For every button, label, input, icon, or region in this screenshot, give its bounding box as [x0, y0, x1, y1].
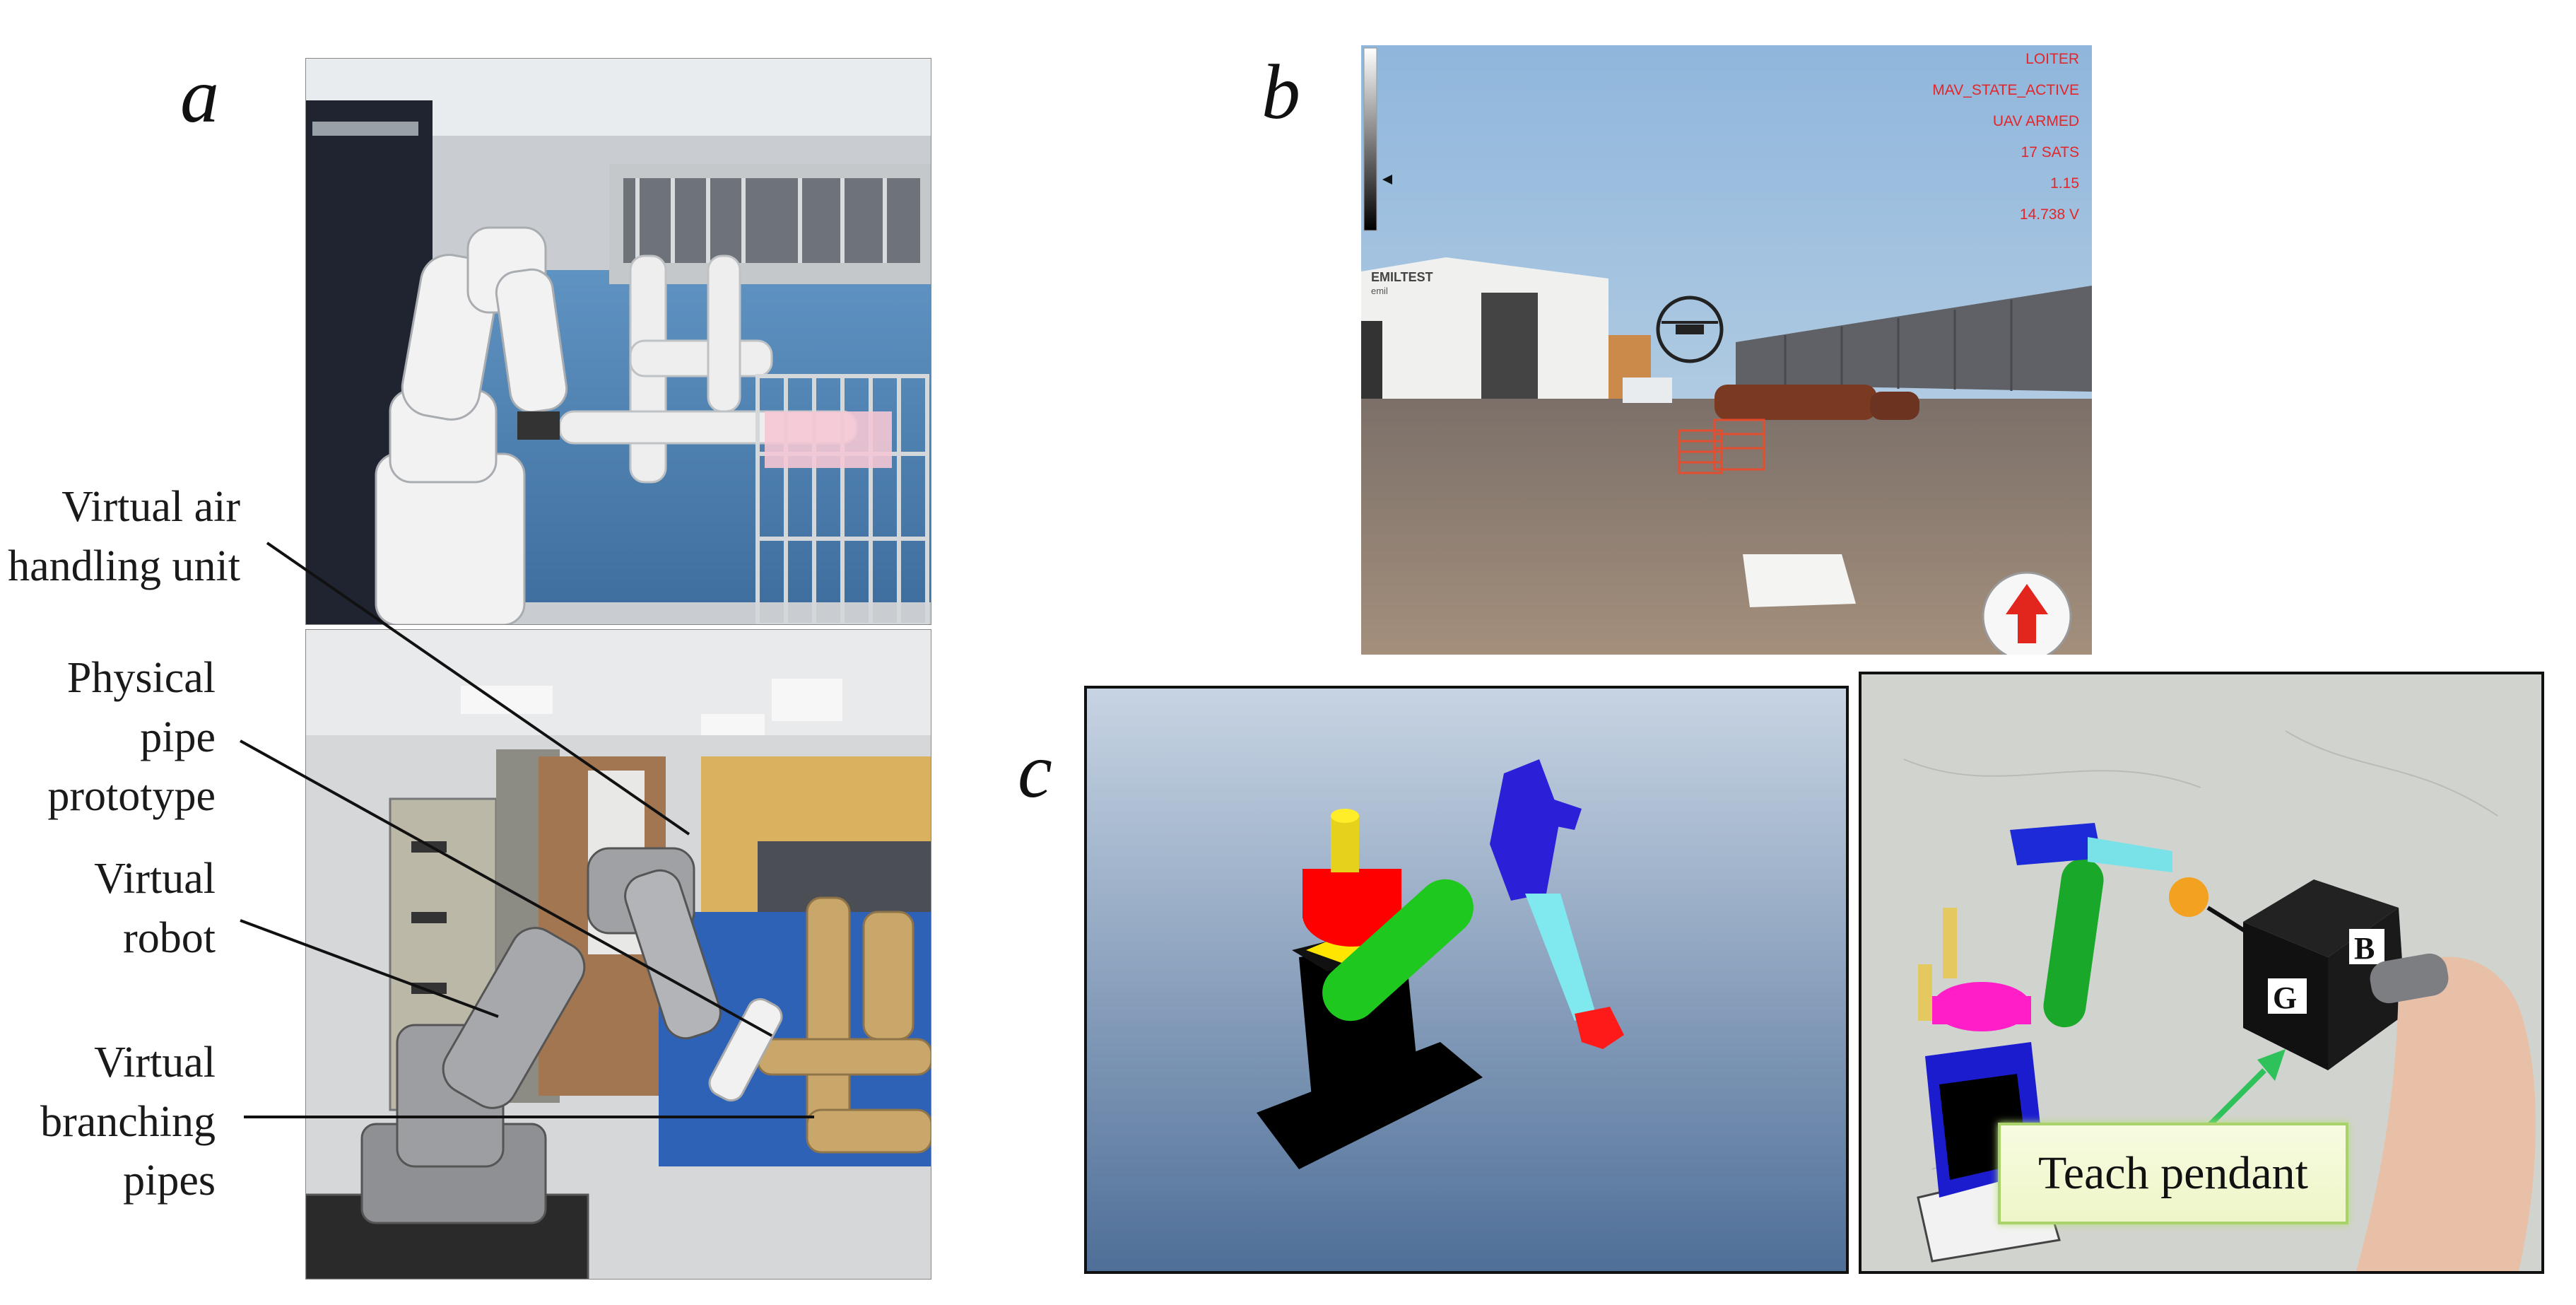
panel-letter-c: c [1018, 727, 1052, 814]
hud-value: 1.15 [2050, 175, 2079, 192]
hud-voltage: 14.738 V [2019, 206, 2079, 223]
callout-teach-pendant: Teach pendant [1998, 1123, 2348, 1224]
virtual-scene-render [305, 629, 931, 1280]
svg-text:B: B [2354, 931, 2375, 966]
label-virtual-robot: Virtual robot [94, 855, 216, 962]
building-sign-sub: emil [1371, 286, 1388, 296]
label-physical-pipe-prototype: Physical pipe prototype [47, 654, 216, 821]
svg-text:G: G [2273, 981, 2297, 1015]
panel-letter-b: b [1261, 49, 1300, 135]
label-virtual-air-handling-unit: Virtual air handling unit [8, 483, 240, 590]
physical-robot-photo [305, 58, 931, 625]
panel-letter-a: a [180, 52, 219, 139]
leader-line-robot [240, 919, 499, 1018]
drone-hud-photo: LOITER MAV_STATE_ACTIVE UAV ARMED 17 SAT… [1361, 45, 2092, 655]
hud-mode: LOITER [2025, 51, 2079, 67]
label-virtual-branching-pipes: Virtual branching pipes [40, 1038, 216, 1205]
hud-mav-state: MAV_STATE_ACTIVE [1932, 82, 2079, 98]
hud-satellites: 17 SATS [2021, 144, 2079, 160]
building-sign: EMILTEST [1371, 270, 1433, 284]
leader-line-pipe [240, 739, 772, 1037]
robot-simulation-view [1084, 686, 1849, 1274]
leader-line-air-handling [266, 542, 690, 836]
hud-armed: UAV ARMED [1992, 113, 2079, 129]
